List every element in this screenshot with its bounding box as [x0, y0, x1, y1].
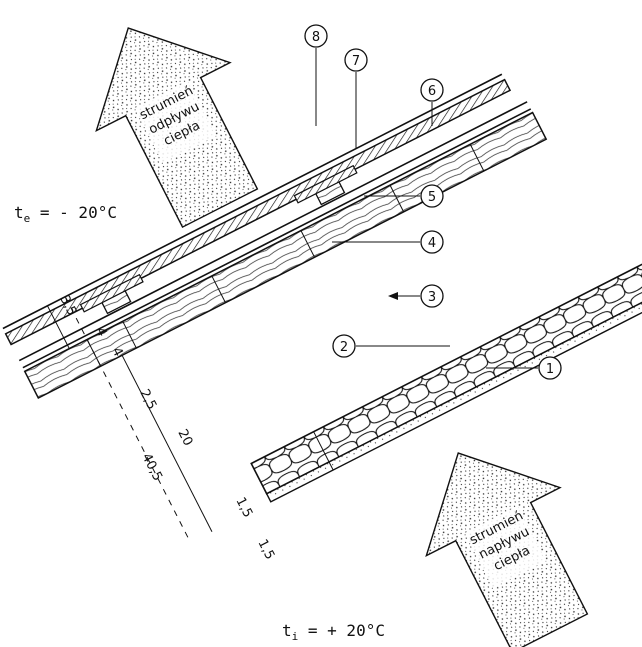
callout-4: 4	[428, 236, 436, 251]
dim-40-5: 40,5	[138, 451, 165, 484]
counter-lath	[79, 273, 144, 313]
heat-outflow-arrow: strumień odpływu ciepła	[95, 27, 259, 229]
callout-8: 8	[312, 30, 320, 45]
roof-layers	[2, 73, 642, 543]
dim-20: 20	[174, 427, 195, 449]
counter-lath	[293, 164, 358, 204]
callout-6: 6	[428, 84, 436, 99]
dim-1-5-a: 1,5	[232, 495, 255, 520]
callout-1: 1	[546, 362, 554, 377]
callout-2: 2	[340, 340, 348, 355]
mineral-wool-insulation	[250, 239, 642, 495]
dim-1-5-b: 1,5	[254, 537, 277, 562]
rafter-boarding	[23, 111, 548, 400]
dimension-labels: 3,5 4 4 2,5 20 40,5 1,5 1,5	[56, 293, 277, 562]
ceiling-plaster	[265, 270, 642, 503]
callout-3: 3	[428, 290, 436, 305]
outside-temperature: te = - 20°C	[14, 203, 117, 225]
callout-5: 5	[428, 190, 436, 205]
callout-7: 7	[352, 54, 360, 69]
inside-temperature: ti = + 20°C	[282, 621, 385, 643]
heat-inflow-arrow: strumień napływu ciepła	[425, 452, 589, 647]
callouts: 8 7 6 5 4 3 2 1	[304, 24, 562, 380]
